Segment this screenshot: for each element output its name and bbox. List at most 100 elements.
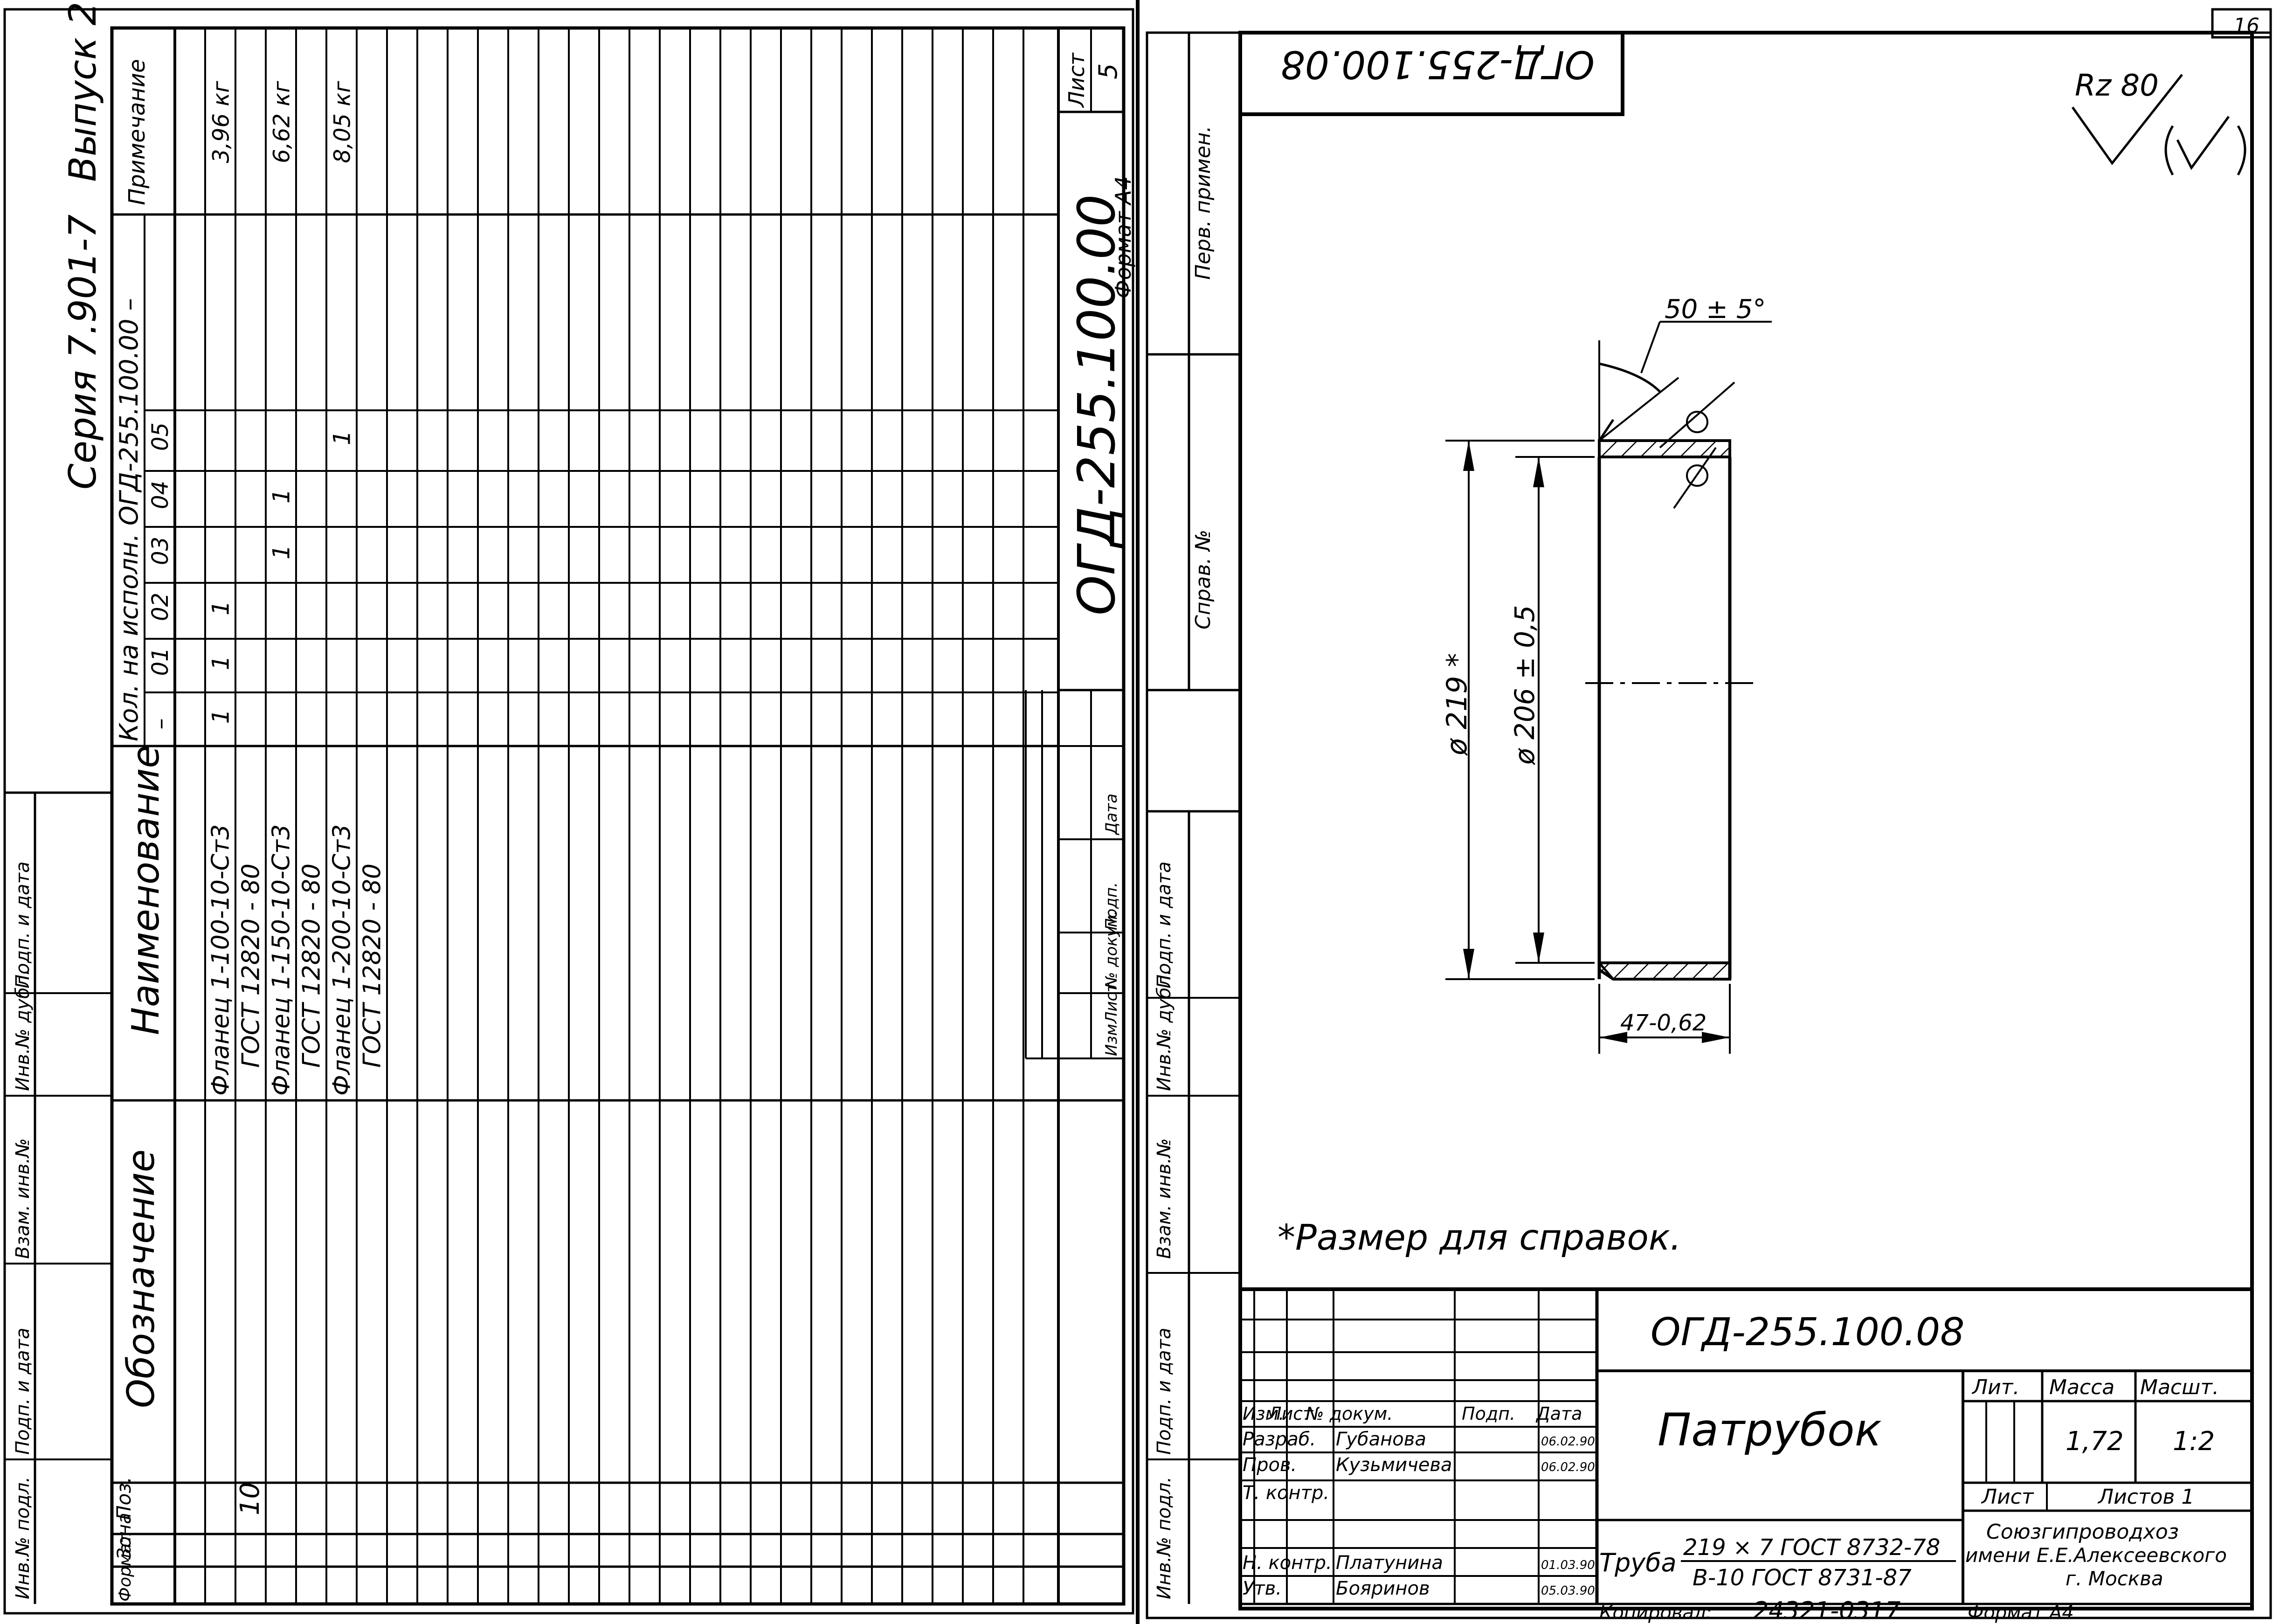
side-stamp-label: Инв.№ подл. (12, 1477, 34, 1599)
side-stamp-label: Взам. инв.№ (1154, 1138, 1175, 1259)
qty-col-label: – (147, 719, 173, 730)
spec-row-name: Фланец 1-200-10-Ст3 (328, 824, 356, 1096)
spec-row-name: ГОСТ 12820 - 80 (359, 864, 387, 1068)
spec-row-name: ГОСТ 12820 - 80 (237, 864, 265, 1068)
title-role: Н. контр. (1243, 1552, 1332, 1574)
title-date: 06.02.90 (1541, 1460, 1595, 1474)
right-format: Формат А4 (1968, 1602, 2074, 1624)
sheets-label: Листов 1 (2097, 1485, 2194, 1509)
issue-label: Выпуск 2 (61, 2, 104, 182)
inner-diam-dim: ø 206 ± 0,5 (1509, 605, 1541, 765)
title-date: 06.02.90 (1541, 1435, 1595, 1449)
rev-header: Изм (1102, 1024, 1121, 1056)
side-stamp-label: Подп. и дата (12, 1328, 34, 1455)
spec-row-qty: 1 (207, 656, 235, 670)
mass-value: 1,72 (2066, 1426, 2124, 1457)
spec-row-note: 3,96 кг (208, 81, 235, 163)
rev-header: Подп. (1102, 882, 1121, 930)
page-number: 16 (2233, 14, 2259, 38)
header-zone: Зона (114, 1513, 135, 1560)
qty-col-label: 01 (147, 647, 173, 676)
side-stamp-label: Инв.№ подл. (1154, 1477, 1175, 1599)
header-note: Примечание (124, 59, 150, 205)
copy-num: 17 (1870, 1597, 1900, 1624)
title-grid-header: № докум. (1305, 1403, 1393, 1424)
spec-row-qty: 1 (329, 430, 356, 445)
side-stamp-label: Инв.№ дубл. (12, 969, 34, 1091)
spec-row-qty: 1 (207, 709, 235, 724)
title-role: Разраб. (1243, 1429, 1316, 1450)
spec-row-note: 6,62 кг (269, 81, 295, 163)
side-stamp-label: Подп. и дата (1154, 862, 1175, 988)
title-person: Бояринов (1336, 1578, 1430, 1599)
title-grid-header: Подп. (1462, 1403, 1515, 1424)
title-date: 01.03.90 (1541, 1558, 1595, 1572)
rev-header: Дата (1102, 794, 1121, 836)
header-qty: Кол. на исполн. ОГД-255.100.00 – (114, 298, 144, 741)
spec-row-name: Фланец 1-100-10-Ст3 (207, 824, 235, 1096)
lit-label: Лит. (1971, 1375, 2019, 1399)
pos-value: 10 (235, 1482, 265, 1515)
roughness-label: Rz 80 (2075, 69, 2159, 103)
sheet-label: Лист (1064, 52, 1089, 108)
length-dim: 47-0,62 (1620, 1010, 1707, 1036)
spec-row-qty: 1 (207, 601, 235, 615)
angle-dim: 50 ± 5° (1665, 294, 1766, 325)
title-name: Патрубок (1658, 1404, 1882, 1456)
left-designation: ОГД-255.100.00 (1067, 194, 1126, 615)
header-format: Формат (116, 1533, 135, 1602)
title-role: Пров. (1243, 1454, 1297, 1476)
stamp-first-use: Перв. примен. (1191, 126, 1215, 280)
header-pos: Поз. (112, 1477, 135, 1520)
rev-header: Лист (1102, 983, 1121, 1024)
outer-diam-dim: ø 219 * (1441, 653, 1473, 756)
title-role: Т. контр. (1243, 1482, 1329, 1504)
qty-col-label: 05 (147, 422, 173, 451)
copied-label: Копировал: (1599, 1602, 1712, 1624)
side-stamp-label: Инв.№ дубл. (1154, 969, 1175, 1091)
scale-value: 1:2 (2173, 1426, 2215, 1457)
org-line-2: имени Е.Е.Алексеевского (1965, 1544, 2227, 1567)
spec-row-qty: 1 (268, 489, 295, 504)
title-date: 05.03.90 (1541, 1584, 1595, 1598)
title-grid-header: Лист (1267, 1403, 1314, 1424)
sheet-number: 5 (1093, 63, 1123, 79)
header-name: Наименование (124, 745, 167, 1035)
roughness-bracket-icon (2164, 116, 2246, 176)
title-person: Губанова (1336, 1429, 1426, 1450)
side-stamp-label: Подп. и дата (12, 862, 34, 988)
title-grid-header: Дата (1535, 1403, 1582, 1424)
sheet-label-right: Лист (1981, 1485, 2034, 1509)
mirrored-code: ОГД-255.100.08 (1281, 42, 1595, 86)
right-sheet: 16 ОГД-255.100.08 Перв. примен. Справ. №… (1146, 8, 2272, 1624)
copy-code: 24321-03 (1753, 1597, 1870, 1624)
qty-col-label: 03 (147, 537, 173, 565)
title-code: ОГД-255.100.08 (1651, 1310, 1964, 1354)
material-bottom: В-10 ГОСТ 8731-87 (1693, 1565, 1912, 1591)
spec-row-name: Фланец 1-150-10-Ст3 (268, 824, 296, 1096)
material-top: 219 × 7 ГОСТ 8732-78 (1683, 1534, 1940, 1561)
org-line-1: Союзгипроводхоз (1986, 1520, 2179, 1544)
spec-row-name: ГОСТ 12820 - 80 (298, 864, 326, 1068)
stamp-ref-no: Справ. № (1191, 530, 1215, 629)
spec-row-note: 8,05 кг (330, 81, 356, 163)
qty-col-label: 02 (147, 593, 173, 621)
title-grid-header: Изм. (1243, 1403, 1284, 1424)
left-sheet: Серия 7.901-7 Выпуск 2 Лист 5 Формат А4 … (3, 0, 1140, 1624)
side-stamp-label: Взам. инв.№ (12, 1138, 34, 1259)
series-label: Серия 7.901-7 (61, 214, 104, 490)
header-designation: Обозначение (119, 1149, 163, 1408)
qty-col-label: 04 (147, 481, 173, 509)
rev-header: № докум. (1102, 910, 1121, 989)
pipe-section: 50 ± 5° ø 219 * ø 206 ± 0,5 (1441, 294, 1772, 1054)
title-person: Платунина (1336, 1552, 1443, 1574)
left-format: Формат А4 (1111, 176, 1136, 298)
mass-label: Масса (2049, 1375, 2114, 1399)
title-person: Кузьмичева (1336, 1454, 1452, 1476)
scale-label: Масшт. (2140, 1375, 2219, 1399)
side-stamp-label: Подп. и дата (1154, 1328, 1175, 1455)
roughness-check-icon (2071, 74, 2183, 166)
title-role: Утв. (1243, 1578, 1282, 1599)
material-label: Труба (1599, 1548, 1677, 1577)
